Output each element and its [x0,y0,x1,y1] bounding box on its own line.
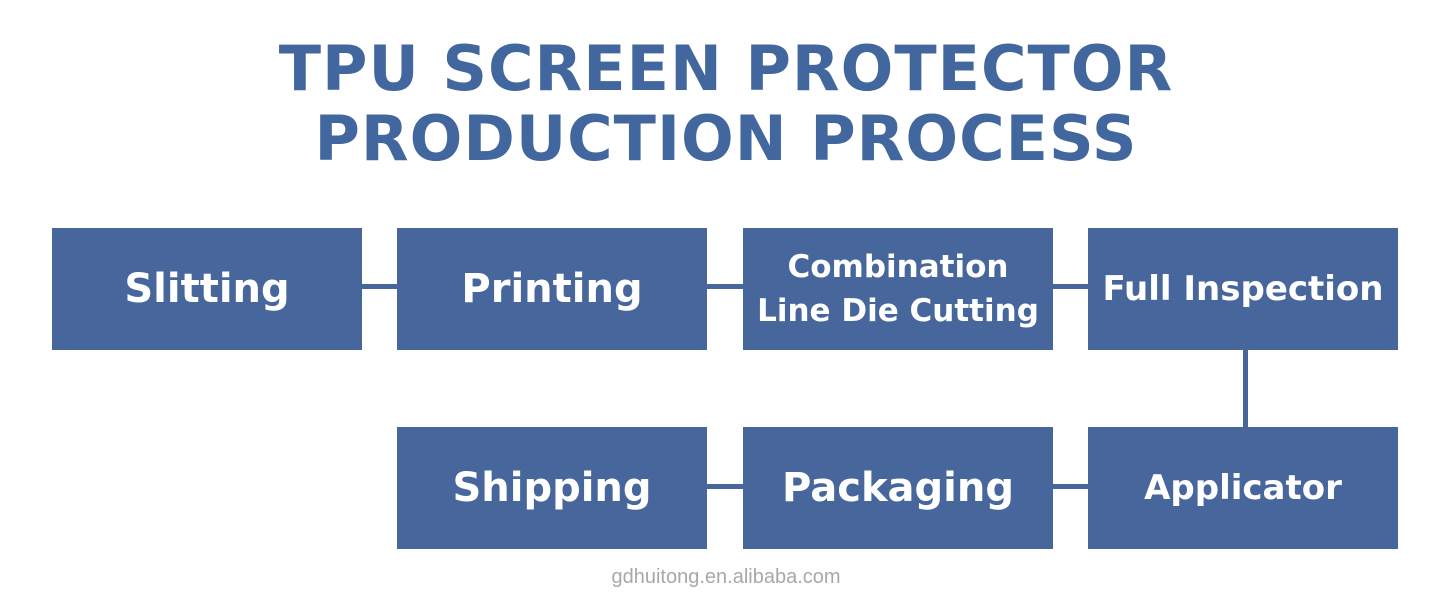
connector-slitting-printing [362,284,397,289]
step-slitting: Slitting [52,228,362,350]
page-title: TPU SCREEN PROTECTOR PRODUCTION PROCESS [0,34,1452,174]
connector-packaging-shipping [707,484,743,489]
step-applicator: Applicator [1088,427,1398,549]
step-shipping: Shipping [397,427,707,549]
watermark: gdhuitong.en.alibaba.com [611,566,841,588]
connector-inspection-applicator [1243,350,1248,427]
step-full-inspection: Full Inspection [1088,228,1398,350]
connector-applicator-packaging [1053,484,1088,489]
step-label-line-2: Line Die Cutting [757,293,1039,329]
title-line-1: TPU SCREEN PROTECTOR [278,32,1174,105]
step-label: Slitting [124,266,290,312]
step-combination-die-cutting: Combination Line Die Cutting [743,228,1053,350]
connector-combination-inspection [1053,284,1088,289]
step-label: Applicator [1144,468,1342,508]
step-printing: Printing [397,228,707,350]
step-label: Printing [461,266,643,312]
step-label: Shipping [452,465,652,511]
step-label: Full Inspection [1102,269,1384,309]
step-label: Packaging [782,465,1014,511]
title-line-2: PRODUCTION PROCESS [314,102,1138,175]
connector-printing-combination [707,284,743,289]
step-packaging: Packaging [743,427,1053,549]
step-label-line-1: Combination [787,249,1009,285]
